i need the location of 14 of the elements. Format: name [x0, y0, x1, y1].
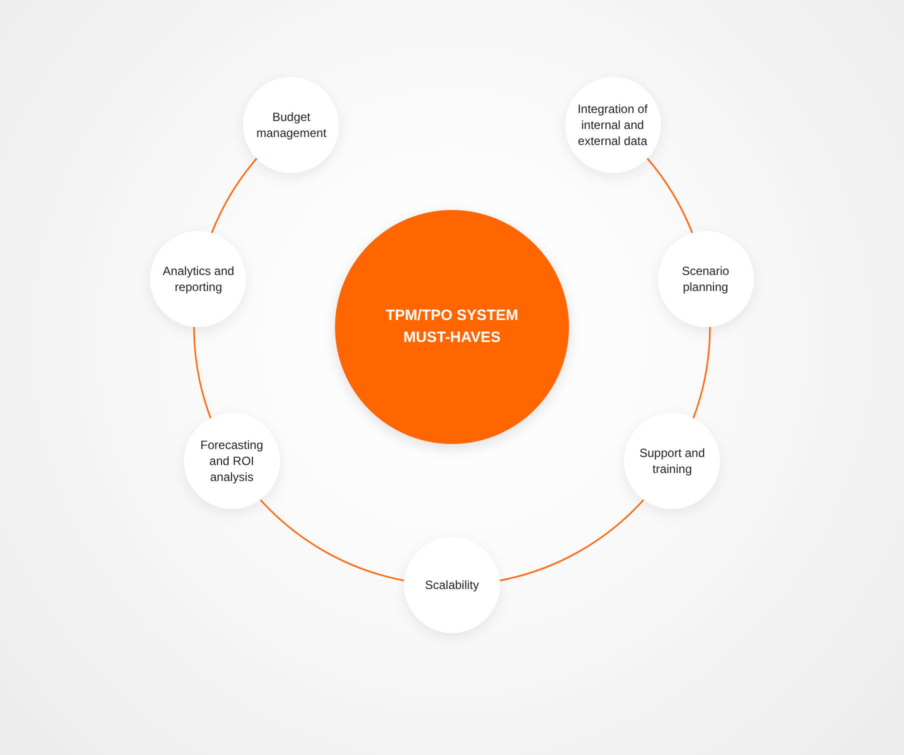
connector-arc	[646, 158, 693, 234]
connector-arc	[260, 499, 404, 582]
node-label: TPM/TPO SYSTEM MUST-HAVES	[384, 306, 520, 348]
node-label: Integration of internal and external data	[576, 101, 649, 150]
node-label: Analytics and reporting	[162, 263, 236, 296]
connector-arc	[692, 326, 711, 419]
node-label: Scenario planning	[680, 263, 730, 296]
connector-arc	[211, 158, 258, 234]
node-label: Scalability	[424, 577, 480, 593]
node-label: Budget management	[255, 109, 328, 142]
connector-arc	[193, 326, 212, 419]
node-label: Forecasting and ROI analysis	[199, 437, 264, 486]
node-label: Support and training	[638, 445, 706, 478]
connector-arc	[500, 499, 644, 582]
